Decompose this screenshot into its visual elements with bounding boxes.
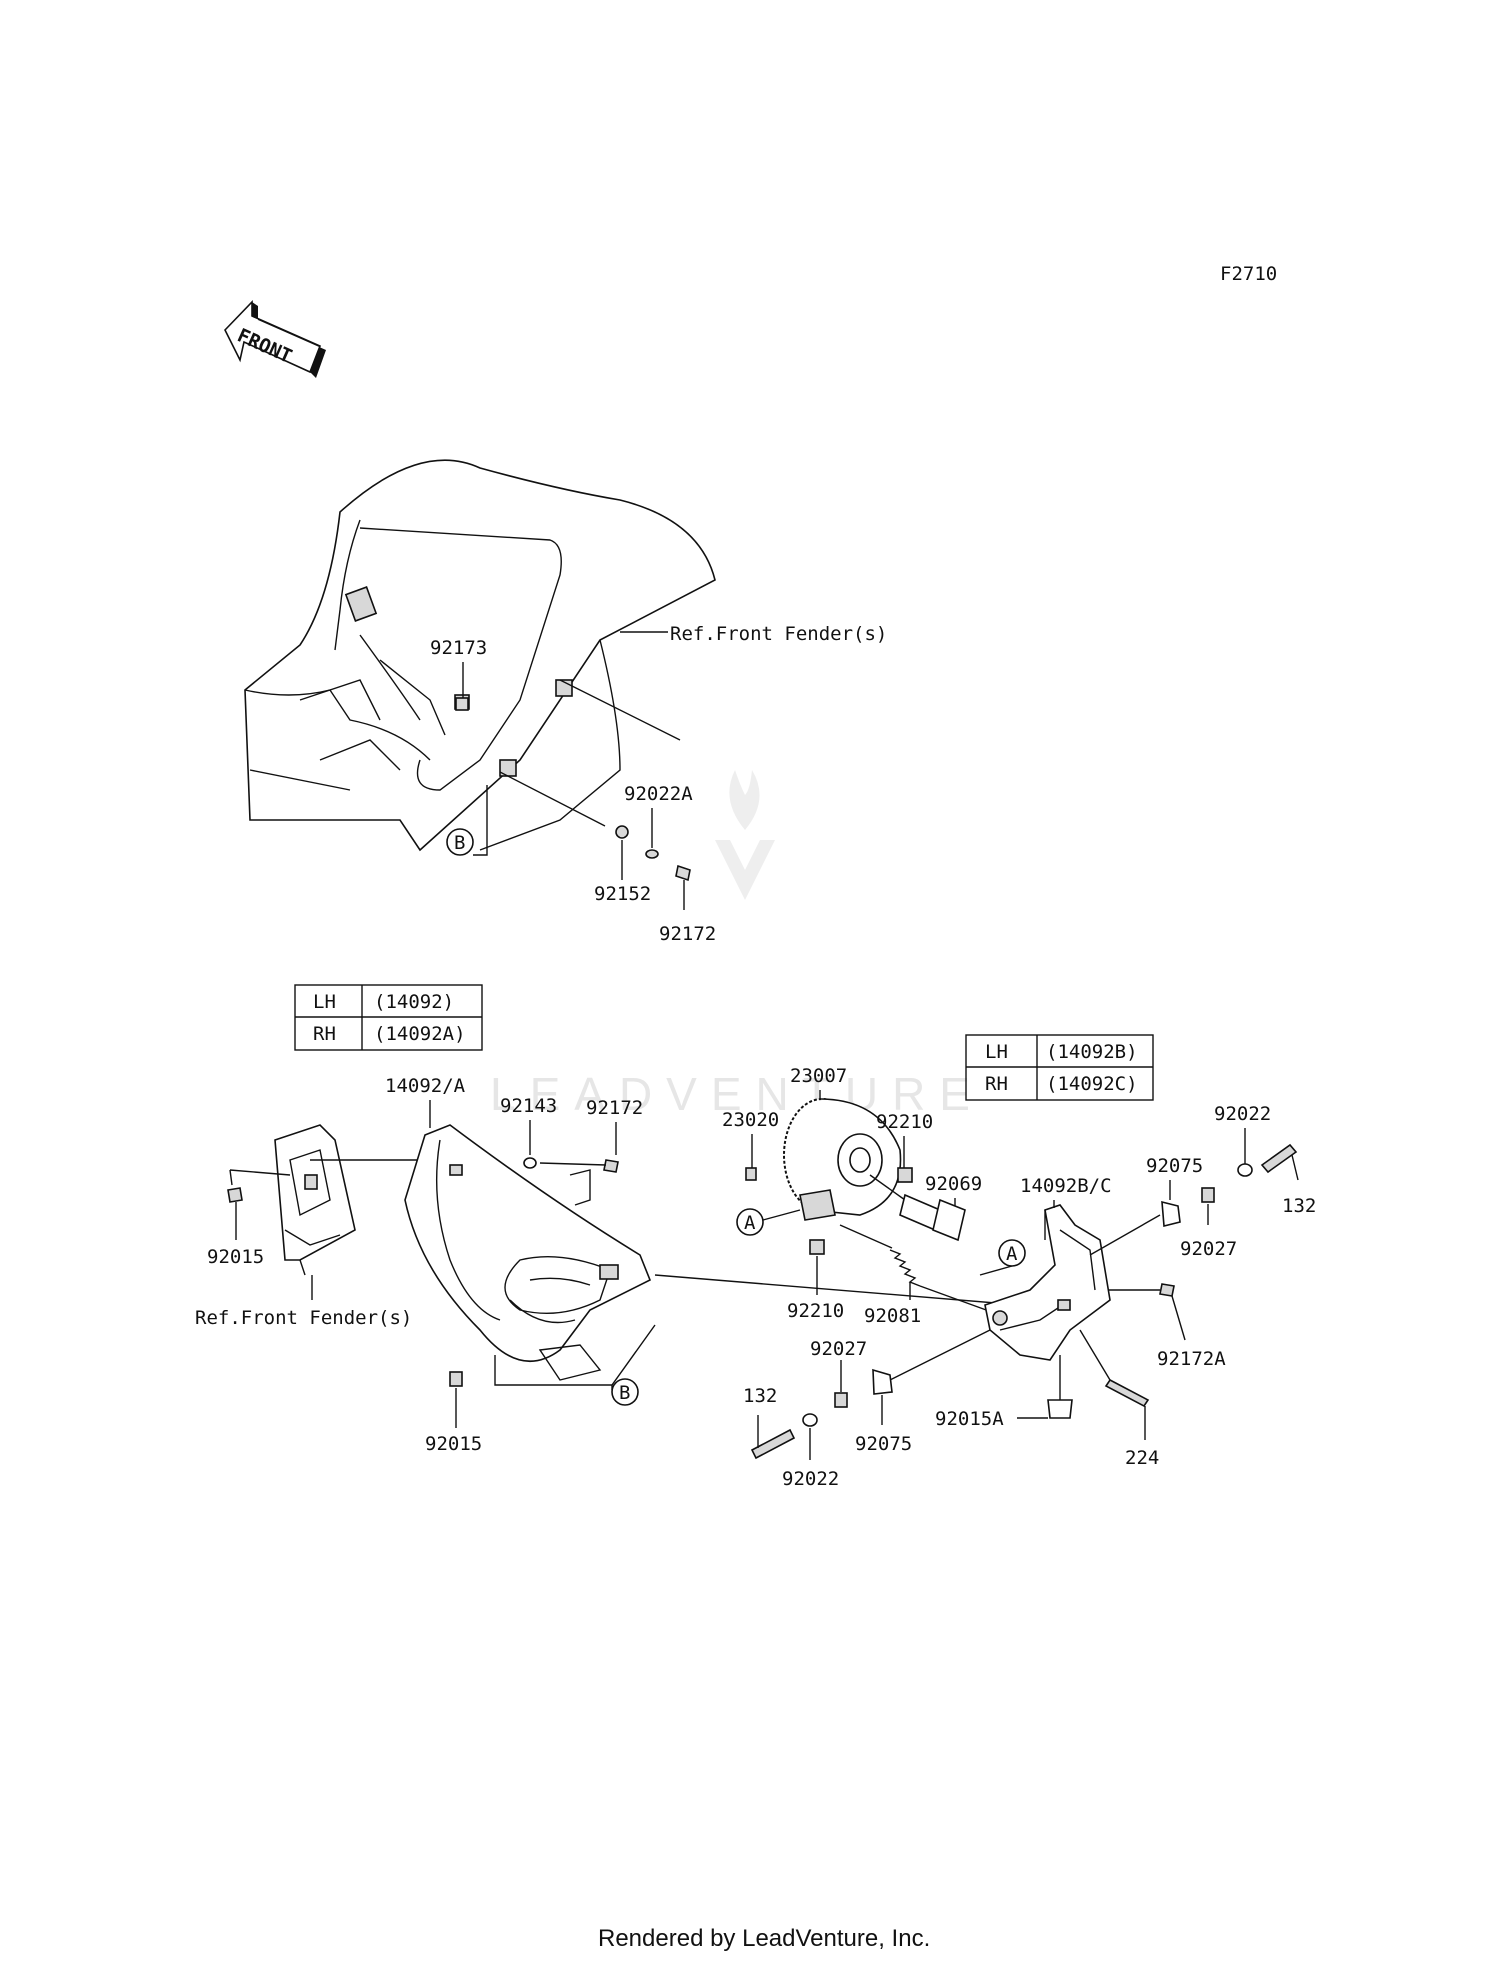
label-92075-bot: 92075 — [855, 1433, 912, 1455]
label-92022A: 92022A — [624, 783, 693, 805]
table-right-row1-side: LH — [985, 1041, 1008, 1063]
label-14092A: 14092/A — [385, 1075, 466, 1097]
label-92143: 92143 — [500, 1095, 557, 1117]
label-14092BC: 14092B/C — [1020, 1175, 1112, 1197]
label-92027-bot: 92027 — [810, 1338, 867, 1360]
table-right: LH (14092B) RH (14092C) — [965, 1034, 1154, 1101]
front-arrow-icon: FRONT — [224, 300, 326, 378]
label-92081: 92081 — [864, 1305, 921, 1327]
label-92022-bot: 92022 — [782, 1468, 839, 1490]
label-92015-left: 92015 — [207, 1246, 264, 1268]
table-left-row2-part: (14092A) — [374, 1023, 466, 1045]
callout-a-left — [736, 1208, 764, 1236]
label-92172-top: 92172 — [659, 923, 716, 945]
fender-bracket-left-drawing — [229, 1124, 420, 1276]
table-left: LH (14092) RH (14092A) — [294, 984, 483, 1051]
label-92015A: 92015A — [935, 1408, 1004, 1430]
label-224: 224 — [1125, 1447, 1159, 1469]
label-92152: 92152 — [594, 883, 651, 905]
table-right-row2-part: (14092C) — [1046, 1073, 1138, 1095]
label-92210-top: 92210 — [876, 1111, 933, 1133]
table-left-row2-side: RH — [313, 1023, 336, 1045]
label-92172-mid: 92172 — [586, 1097, 643, 1119]
callout-a-left-label: A — [744, 1212, 756, 1234]
label-92173: 92173 — [430, 637, 487, 659]
callout-b-bottom-label: B — [619, 1382, 630, 1404]
label-92075-top: 92075 — [1146, 1155, 1203, 1177]
callout-a-right-label: A — [1006, 1243, 1018, 1265]
label-92027-top: 92027 — [1180, 1238, 1237, 1260]
callout-b-top-label: B — [454, 832, 465, 854]
label-132-top: 132 — [1282, 1195, 1316, 1217]
ref-front-fenders-left: Ref.Front Fender(s) — [195, 1307, 412, 1329]
label-92015-mid: 92015 — [425, 1433, 482, 1455]
table-right-row1-part: (14092B) — [1046, 1041, 1138, 1063]
table-right-row2-side: RH — [985, 1073, 1008, 1095]
callout-b-top — [446, 828, 474, 856]
headlight-bracket-drawing — [984, 1204, 1111, 1361]
watermark-text: LEADVENTURE — [490, 1068, 984, 1120]
front-fender-upper-drawing — [244, 459, 716, 852]
footer-credit: Rendered by LeadVenture, Inc. — [598, 1925, 930, 1952]
label-92210-bot: 92210 — [787, 1300, 844, 1322]
label-92022-top: 92022 — [1214, 1103, 1271, 1125]
diagram-code: F2710 — [1220, 263, 1277, 285]
table-left-row1-part: (14092) — [374, 991, 454, 1013]
headlight-housing-drawing — [404, 1124, 652, 1381]
label-23007: 23007 — [790, 1065, 847, 1087]
headlight-lamp-drawing — [783, 1098, 902, 1221]
ref-front-fenders-top: Ref.Front Fender(s) — [670, 623, 887, 645]
callout-b-bottom — [611, 1378, 639, 1406]
table-left-row1-side: LH — [313, 991, 336, 1013]
label-92069: 92069 — [925, 1173, 982, 1195]
watermark: LEADVENTURE — [490, 770, 984, 1120]
label-132-bot: 132 — [743, 1385, 777, 1407]
label-23020: 23020 — [722, 1109, 779, 1131]
label-92172A: 92172A — [1157, 1348, 1226, 1370]
